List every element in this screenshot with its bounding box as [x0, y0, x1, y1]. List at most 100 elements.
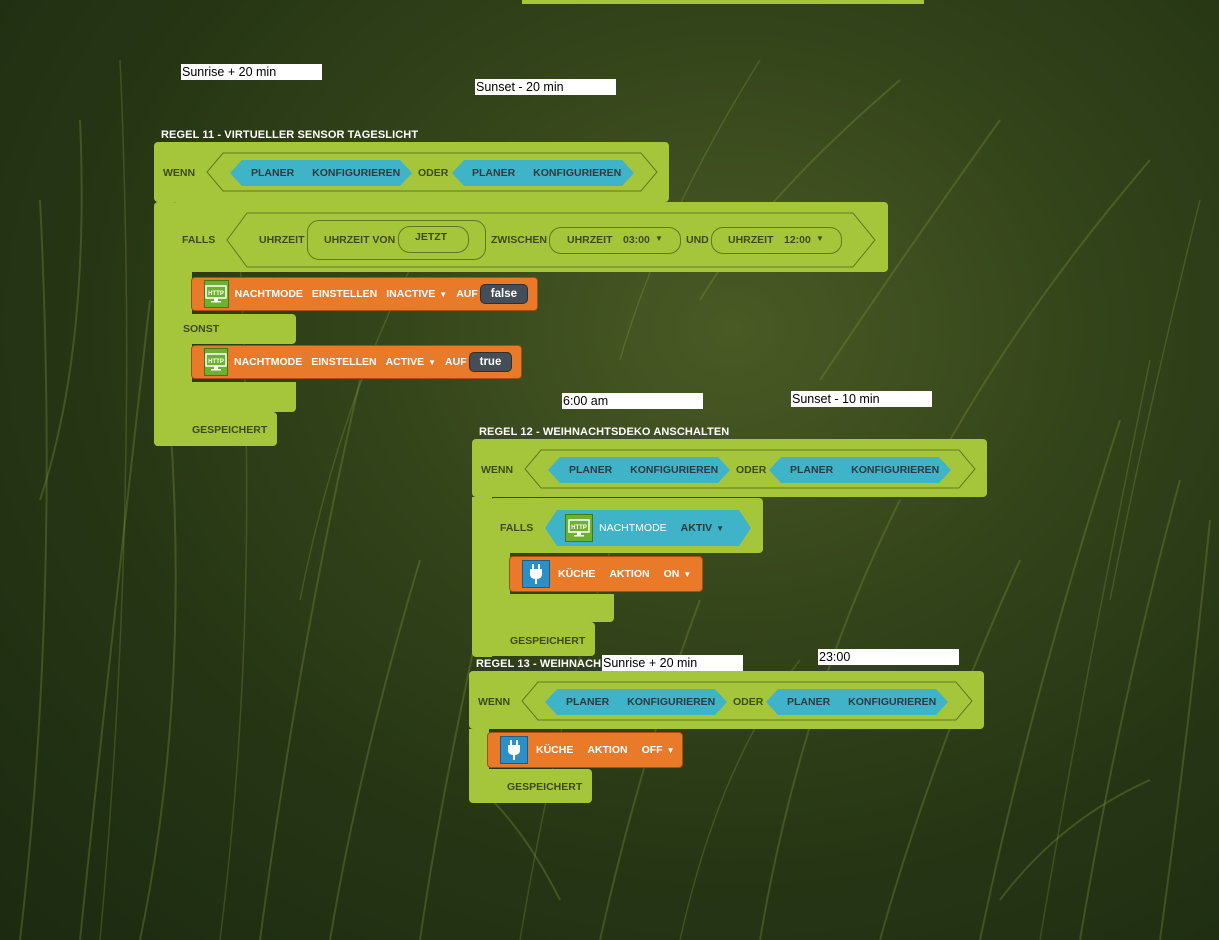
- rule11-time-label: UHRZEIT: [259, 234, 305, 246]
- rule11-or-label: ODER: [418, 167, 449, 179]
- rule11-if-row: [172, 202, 888, 272]
- note-sunrise-plus-20-b: Sunrise + 20 min: [602, 655, 743, 671]
- condition-state: AKTIV: [680, 522, 713, 534]
- rule13-title: REGEL 13 - WEIHNACH: [476, 658, 602, 670]
- dropdown-caret-icon: ▼: [816, 234, 824, 243]
- action-device: NACHTMODE: [234, 288, 303, 300]
- http-device-icon: HTTP: [204, 348, 228, 376]
- rule12-title: REGEL 12 - WEIHNACHTSDEKO ANSCHALTEN: [479, 426, 730, 438]
- rule13-scheduler-1[interactable]: PLANER KONFIGURIEREN: [545, 689, 727, 715]
- rule11-title: REGEL 11 - VIRTUELLER SENSOR TAGESLICHT: [161, 129, 419, 141]
- rule11-time-start-value: 03:00: [623, 234, 650, 246]
- rule11-time-start-label: UHRZEIT: [567, 234, 613, 246]
- http-device-icon: HTTP: [565, 514, 593, 542]
- condition-state-dropdown[interactable]: AKTIV▼: [681, 522, 724, 534]
- rule13-wenn-label: WENN: [478, 696, 511, 708]
- rule11-time-from-label: UHRZEIT VON: [324, 234, 396, 246]
- scheduler-label: PLANER: [472, 167, 516, 179]
- rule12-condition-nachtmode[interactable]: HTTP NACHTMODE AKTIV▼: [545, 510, 751, 546]
- rule12-spine: [472, 497, 492, 657]
- scheduler-configure: KONFIGURIEREN: [851, 464, 940, 476]
- action-state: INACTIVE: [386, 288, 436, 300]
- rule12-if-label: FALLS: [500, 522, 534, 534]
- rule11-if-bottom: [172, 382, 296, 412]
- value-true-pill[interactable]: true: [468, 352, 513, 372]
- dropdown-caret-icon: ▼: [683, 570, 692, 579]
- action-state: ON: [663, 568, 680, 580]
- rule12-or-outline: [524, 449, 976, 489]
- rule11-action-inactive[interactable]: HTTP NACHTMODE EINSTELLEN INACTIVE▼ AUF …: [191, 277, 538, 311]
- scheduler-label: PLANER: [251, 167, 295, 179]
- dropdown-caret-icon: ▼: [716, 524, 725, 533]
- svg-text:HTTP: HTTP: [208, 359, 224, 365]
- rule11-time-end-value: 12:00: [784, 234, 811, 246]
- note-sunrise-plus-20: Sunrise + 20 min: [181, 64, 322, 80]
- rule11-now-label: JETZT: [415, 231, 448, 243]
- rule11-now-field[interactable]: [398, 226, 469, 253]
- rule11-else-label: SONST: [183, 323, 220, 335]
- rule12-saved-footer: [472, 622, 595, 656]
- action-device: NACHTMODE: [234, 356, 303, 368]
- rule13-or-outline: [521, 681, 973, 721]
- dropdown-caret-icon: ▼: [655, 234, 663, 243]
- note-sunset-minus-20: Sunset - 20 min: [475, 79, 616, 95]
- plug-icon: [522, 560, 550, 588]
- note-six-am: 6:00 am: [562, 393, 703, 409]
- scheduler-configure: KONFIGURIEREN: [630, 464, 719, 476]
- rule12-or-label: ODER: [736, 464, 767, 476]
- action-verb: EINSTELLEN: [311, 288, 378, 300]
- rule13-saved-footer: [469, 769, 592, 803]
- condition-device: NACHTMODE: [599, 522, 667, 534]
- action-device: KÜCHE: [536, 744, 574, 756]
- action-state-dropdown[interactable]: INACTIVE▼: [386, 288, 447, 300]
- scheduler-label: PLANER: [569, 464, 613, 476]
- scheduler-label: PLANER: [566, 696, 610, 708]
- rule12-action-kueche[interactable]: KÜCHE AKTION ON▼: [509, 556, 703, 592]
- rule11-time-from-box: [307, 220, 486, 260]
- rule12-wenn-label: WENN: [481, 464, 514, 476]
- rule12-scheduler-1[interactable]: PLANER KONFIGURIEREN: [548, 457, 730, 483]
- action-verb: EINSTELLEN: [311, 356, 377, 368]
- action-state-dropdown[interactable]: ON▼: [664, 568, 692, 580]
- rule12-saved-label: GESPEICHERT: [510, 635, 586, 647]
- rule12-if-bottom: [490, 594, 614, 622]
- rule11-if-label: FALLS: [182, 234, 216, 246]
- action-verb: AKTION: [587, 744, 628, 756]
- rule11-saved-footer: [154, 412, 277, 446]
- rule11-spine: [154, 202, 174, 446]
- rule13-saved-label: GESPEICHERT: [507, 781, 583, 793]
- rule11-or-outline: [206, 152, 658, 192]
- scheduler-configure: KONFIGURIEREN: [312, 167, 401, 179]
- action-state-dropdown[interactable]: OFF▼: [642, 744, 675, 756]
- action-state-dropdown[interactable]: ACTIVE▼: [386, 356, 436, 368]
- rule11-scheduler-1[interactable]: PLANER KONFIGURIEREN: [230, 160, 412, 186]
- action-verb: AKTION: [609, 568, 650, 580]
- rule13-action-kueche[interactable]: KÜCHE AKTION OFF▼: [487, 732, 683, 768]
- rule11-wenn-label: WENN: [163, 167, 196, 179]
- rule11-else-row: [172, 314, 296, 344]
- rule11-between-label: ZWISCHEN: [491, 234, 547, 246]
- http-device-icon: HTTP: [204, 280, 229, 308]
- scheduler-label: PLANER: [787, 696, 831, 708]
- note-time-2300: 23:00: [818, 649, 959, 665]
- rule11-time-start-dropdown[interactable]: [549, 227, 681, 254]
- action-auf: AUF: [456, 288, 478, 300]
- rule11-scheduler-2[interactable]: PLANER KONFIGURIEREN: [452, 160, 634, 186]
- rule12-scheduler-2[interactable]: PLANER KONFIGURIEREN: [769, 457, 951, 483]
- scheduler-configure: KONFIGURIEREN: [533, 167, 622, 179]
- rule11-action-active[interactable]: HTTP NACHTMODE EINSTELLEN ACTIVE▼ AUF tr…: [191, 345, 522, 379]
- scheduler-configure: KONFIGURIEREN: [627, 696, 716, 708]
- svg-text:HTTP: HTTP: [208, 291, 224, 297]
- rule11-and-label: UND: [686, 234, 709, 246]
- scheduler-label: PLANER: [790, 464, 834, 476]
- note-sunset-minus-10: Sunset - 10 min: [791, 391, 932, 407]
- rule13-scheduler-2[interactable]: PLANER KONFIGURIEREN: [766, 689, 948, 715]
- plug-icon: [500, 736, 528, 764]
- action-state: OFF: [641, 744, 663, 756]
- action-auf: AUF: [445, 356, 467, 368]
- rule11-saved-label: GESPEICHERT: [192, 424, 268, 436]
- value-false-pill[interactable]: false: [479, 284, 528, 304]
- rule11-time-end-dropdown[interactable]: [711, 227, 842, 254]
- dropdown-caret-icon: ▼: [428, 358, 437, 367]
- rule11-time-end-label: UHRZEIT: [728, 234, 774, 246]
